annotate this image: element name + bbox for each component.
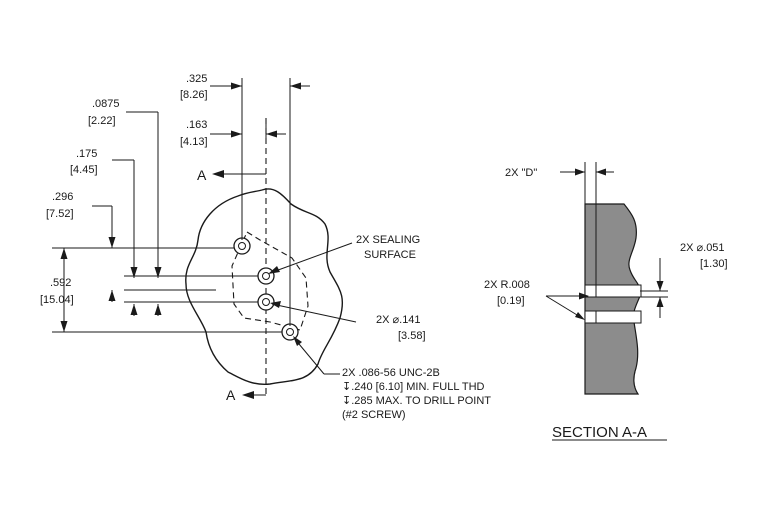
dim-163: .163 [4.13] [180, 119, 286, 148]
thread-line2: ↧.240 [6.10] MIN. FULL THD [342, 381, 485, 393]
dia051-label: 2X ⌀.051 [680, 242, 725, 254]
sealing-hole-upper-inner [238, 242, 246, 250]
callout-thread: 2X .086-56 UNC-2B ↧.240 [6.10] MIN. FULL… [293, 336, 491, 421]
section-passage-upper [584, 284, 642, 298]
dim-0875-value: .0875 [92, 98, 120, 110]
hole-center-upper [257, 267, 275, 285]
hole-center-lower [257, 293, 275, 311]
dim-592-mm: [15.04] [40, 294, 74, 306]
radius-label: 2X R.008 [484, 279, 530, 291]
section-passage-lower [584, 310, 642, 324]
section-letter-top: A [197, 167, 207, 183]
section-arrow-bottom [242, 391, 254, 399]
front-view [185, 118, 344, 396]
dia051-mm: [1.30] [700, 258, 728, 270]
d-dimension-label: 2X "D" [505, 167, 537, 179]
callout-dia141: 2X ⌀.141 [3.58] [270, 301, 426, 342]
section-title: SECTION A-A [552, 424, 647, 441]
dim-325-value: .325 [186, 73, 207, 85]
dim-0875: .0875 [2.22] [88, 98, 162, 316]
dim-592-value: .592 [50, 277, 71, 289]
dim-325-mm: [8.26] [180, 89, 208, 101]
dim-0875-mm: [2.22] [88, 115, 116, 127]
sealing-line2: SURFACE [364, 249, 416, 261]
section-letter-bottom: A [226, 387, 236, 403]
thread-line1: 2X .086-56 UNC-2B [342, 367, 440, 379]
thread-line4: (#2 SCREW) [342, 409, 406, 421]
section-arrow-top [212, 170, 224, 178]
dim-163-value: .163 [186, 119, 207, 131]
radius-mm: [0.19] [497, 295, 525, 307]
dim-592: .592 [15.04] [40, 248, 74, 332]
dim-325: .325 [8.26] [180, 73, 310, 326]
callout-sealing-surface: 2X SEALING SURFACE [268, 234, 420, 274]
threaded-hole-lower-inner [286, 328, 294, 336]
section-view: 2X "D" 2X ⌀.051 [1.30] 2X R.008 [0.19] S… [484, 162, 728, 441]
dim-296: .296 [7.52] [46, 191, 116, 302]
extension-lines [52, 247, 282, 333]
dim-296-mm: [7.52] [46, 208, 74, 220]
thread-line3: ↧.285 MAX. TO DRILL POINT [342, 395, 491, 407]
dim-175-mm: [4.45] [70, 164, 98, 176]
section-mark-bottom: A [226, 387, 266, 403]
part-outline [185, 188, 344, 386]
threaded-hole-lower [281, 323, 299, 341]
dim-175: .175 [4.45] [70, 148, 138, 316]
sealing-hole-upper [233, 237, 251, 255]
dim-175-value: .175 [76, 148, 97, 160]
dia141-mm: [3.58] [398, 330, 426, 342]
sealing-line1: 2X SEALING [356, 234, 420, 246]
dia141-label: 2X ⌀.141 [376, 314, 421, 326]
section-mark-top: A [197, 167, 266, 183]
hole-center-upper-inner [262, 272, 270, 280]
section-body [584, 203, 641, 395]
hole-center-lower-inner [262, 298, 270, 306]
dim-296-value: .296 [52, 191, 73, 203]
dim-163-mm: [4.13] [180, 136, 208, 148]
